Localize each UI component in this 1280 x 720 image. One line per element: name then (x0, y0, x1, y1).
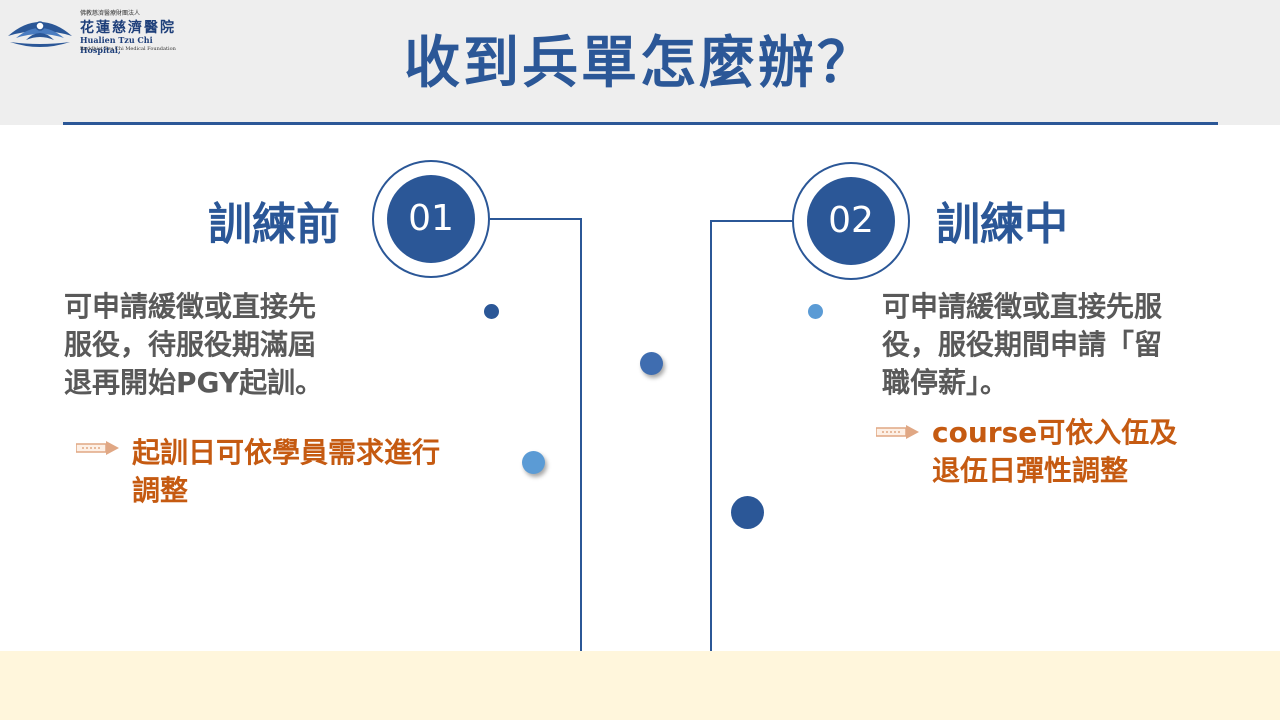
logo-english-name: Hualien Tzu Chi Hospital, (80, 35, 153, 55)
timeline-connector-left-vertical (580, 218, 582, 651)
decorative-dot (731, 496, 764, 529)
page-title: 收到兵單怎麼辦？ (404, 31, 876, 96)
body-line: 可申請緩徵或直接先服 (882, 290, 1163, 323)
title-divider (63, 122, 1218, 125)
decorative-dot (808, 304, 823, 319)
section-heading-during-training: 訓練中 (936, 199, 1068, 250)
header-band (0, 0, 1280, 125)
body-line: 職停薪」。 (882, 366, 1009, 399)
logo-foundation-text: 佛教慈濟醫療財團法人 (80, 10, 141, 17)
timeline-connector-left-horizontal (490, 218, 582, 220)
hospital-logo: 佛教慈濟醫療財團法人 花蓮慈濟醫院 Hualien Tzu Chi Hospit… (6, 8, 196, 58)
decorative-dot (522, 451, 545, 474)
body-line: 服役，待服役期滿屆 (64, 328, 317, 361)
body-line: 可申請緩徵或直接先 (64, 290, 317, 323)
step-badge-01: 01 (372, 160, 490, 278)
decorative-dot (484, 304, 499, 319)
note-line: course可依入伍及 (932, 416, 1178, 449)
step-number: 01 (387, 175, 475, 263)
double-arrow-icon (76, 441, 119, 455)
logo-english-subtitle: Buddhist Tzu Chi Medical Foundation (80, 46, 176, 52)
body-line: 役，服役期間申請「留 (882, 328, 1163, 361)
timeline-connector-right-horizontal (710, 220, 792, 222)
double-arrow-icon (876, 425, 919, 439)
note-line: 調整 (132, 474, 189, 507)
note-line: 退伍日彈性調整 (932, 454, 1129, 487)
body-line: 退再開始PGY起訓。 (64, 366, 324, 399)
tzu-chi-lotus-emblem-icon (8, 21, 72, 47)
logo-chinese-name: 花蓮慈濟醫院 (80, 20, 176, 36)
step-number: 02 (807, 177, 895, 265)
footer-band (0, 651, 1280, 720)
note-line: 起訓日可依學員需求進行 (132, 436, 441, 469)
timeline-connector-right-vertical (710, 220, 712, 651)
step-badge-02: 02 (792, 162, 910, 280)
section-heading-before-training: 訓練前 (208, 199, 340, 250)
decorative-dot (640, 352, 663, 375)
